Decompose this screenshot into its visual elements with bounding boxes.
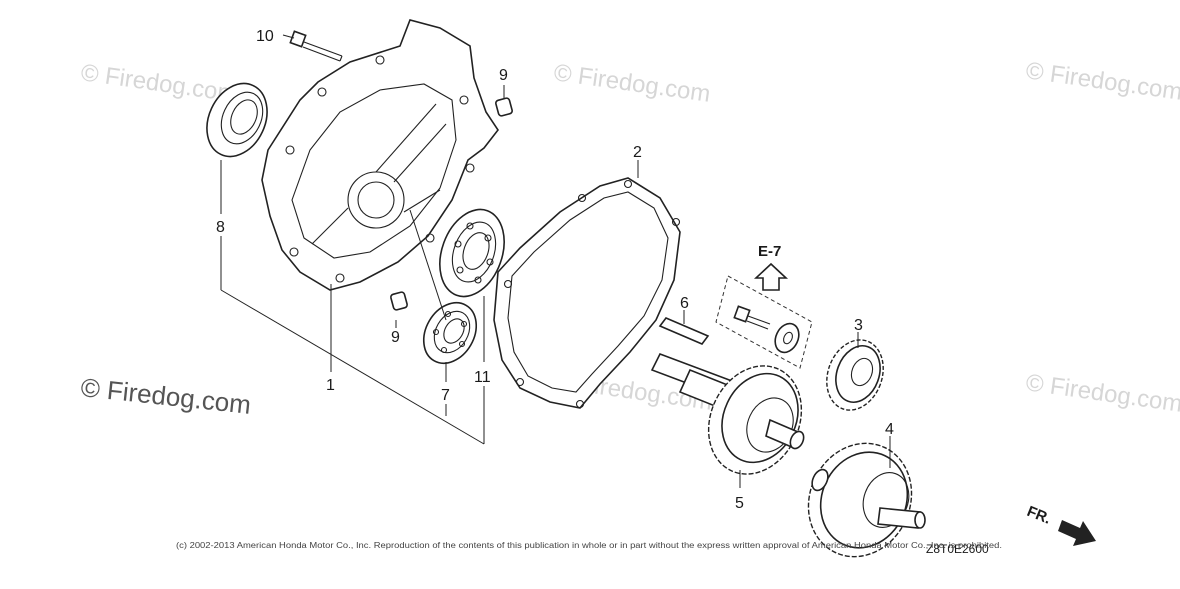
- front-direction-arrow-icon: [1058, 520, 1096, 546]
- callout-10: 10: [256, 28, 274, 45]
- up-arrow-icon: [753, 262, 789, 291]
- diagram-code: Z8T0E2600: [926, 542, 989, 556]
- watermark: © Firedog.com: [552, 59, 712, 108]
- callout-1: 1: [326, 377, 335, 394]
- callout-5: 5: [735, 495, 744, 512]
- dowel-pin-part: [390, 291, 408, 311]
- main-watermark: © Firedog.com: [79, 372, 252, 420]
- small-gear-part: [826, 339, 884, 411]
- watermark: © Firedog.com: [1024, 369, 1180, 418]
- callout-9: 9: [499, 67, 508, 84]
- oil-seal-part: [206, 82, 268, 158]
- leader-lines: [220, 34, 891, 488]
- callout-2: 2: [633, 144, 642, 161]
- washer-part: [774, 322, 800, 354]
- ball-bearing-large-part: [439, 208, 505, 298]
- bolt-part: [289, 30, 343, 62]
- callout-8: 8: [216, 219, 225, 236]
- gasket-part: [493, 177, 681, 409]
- direction-label: FR.: [1025, 503, 1054, 528]
- copyright-notice: (c) 2002-2013 American Honda Motor Co., …: [176, 541, 1002, 550]
- callout-9: 9: [391, 329, 400, 346]
- key-part: [658, 317, 710, 345]
- flange-bolt-part: [733, 305, 771, 330]
- reference-label: E-7: [758, 243, 781, 260]
- callout-4: 4: [885, 421, 894, 438]
- callout-7: 7: [441, 387, 450, 404]
- callout-3: 3: [854, 317, 863, 334]
- ball-bearing-small-part: [422, 302, 478, 364]
- watermark: © Firedog.com: [1024, 57, 1180, 106]
- reference-box: [715, 275, 813, 369]
- gear-case-cover-part: [261, 19, 499, 291]
- callout-6: 6: [680, 295, 689, 312]
- large-gear-part: [807, 442, 926, 558]
- shaft-gear-part: [650, 352, 805, 475]
- dowel-pin-part: [495, 97, 513, 117]
- callout-11: 11: [474, 369, 491, 386]
